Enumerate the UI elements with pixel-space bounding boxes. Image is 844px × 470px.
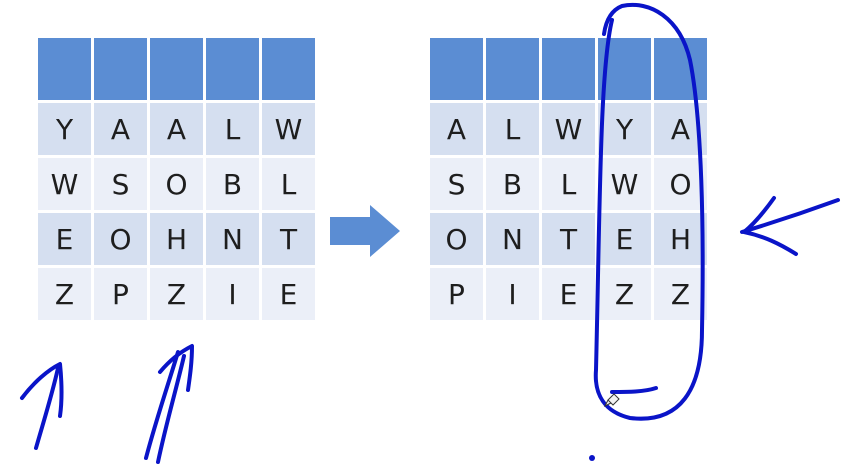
right-arrow-icon — [330, 205, 400, 257]
grid-cell: O — [654, 158, 707, 210]
grid-cell: N — [486, 213, 539, 265]
pen-cursor-icon — [603, 393, 620, 408]
grid-cell: L — [262, 158, 315, 210]
handwritten-arrow-2 — [144, 350, 180, 460]
grid-cell: O — [150, 158, 203, 210]
header-cell — [486, 38, 539, 100]
grid-cell: L — [542, 158, 595, 210]
header-cell — [654, 38, 707, 100]
handwritten-arrow-1 — [34, 366, 60, 450]
grid-cell: T — [262, 213, 315, 265]
grid-cell: Z — [38, 268, 91, 320]
grid-cell: W — [598, 158, 651, 210]
grid-cell: E — [38, 213, 91, 265]
arrow-shape — [330, 205, 400, 257]
grid-cell: E — [598, 213, 651, 265]
grid-cell: P — [94, 268, 147, 320]
grid-cell: E — [262, 268, 315, 320]
right-letter-grid: A L W Y A S B L W O O N T E H P I E Z Z — [430, 38, 707, 320]
header-cell — [38, 38, 91, 100]
header-cell — [150, 38, 203, 100]
grid-cell: N — [206, 213, 259, 265]
grid-cell: Z — [150, 268, 203, 320]
grid-cell: L — [486, 103, 539, 155]
handwritten-arrowhead-1 — [20, 362, 64, 418]
header-cell — [206, 38, 259, 100]
grid-cell: I — [206, 268, 259, 320]
grid-cell: Z — [598, 268, 651, 320]
handwritten-arrow-3 — [740, 198, 840, 234]
grid-cell: W — [38, 158, 91, 210]
header-cell — [262, 38, 315, 100]
grid-cell: H — [150, 213, 203, 265]
grid-cell: T — [542, 213, 595, 265]
header-cell — [94, 38, 147, 100]
grid-cell: A — [430, 103, 483, 155]
grid-cell: Z — [654, 268, 707, 320]
grid-cell: S — [430, 158, 483, 210]
grid-cell: O — [94, 213, 147, 265]
handwritten-loop-tail — [610, 386, 658, 394]
grid-cell: B — [206, 158, 259, 210]
grid-cell: O — [430, 213, 483, 265]
grid-cell: A — [94, 103, 147, 155]
grid-cell: L — [206, 103, 259, 155]
left-letter-grid: Y A A L W W S O B L E O H N T Z P Z I E — [38, 38, 315, 320]
ink-dot — [589, 455, 595, 461]
grid-cell: E — [542, 268, 595, 320]
handwritten-arrowhead-2 — [158, 344, 194, 392]
grid-cell: Y — [38, 103, 91, 155]
grid-cell: B — [486, 158, 539, 210]
grid-cell: A — [654, 103, 707, 155]
grid-cell: Y — [598, 103, 651, 155]
grid-cell: P — [430, 268, 483, 320]
grid-cell: H — [654, 213, 707, 265]
grid-cell: W — [542, 103, 595, 155]
handwritten-arrowhead-3 — [742, 196, 798, 256]
grid-cell: A — [150, 103, 203, 155]
handwritten-arrow-2b — [156, 354, 186, 464]
grid-cell: S — [94, 158, 147, 210]
header-cell — [598, 38, 651, 100]
grid-cell: W — [262, 103, 315, 155]
header-cell — [430, 38, 483, 100]
grid-cell: I — [486, 268, 539, 320]
header-cell — [542, 38, 595, 100]
